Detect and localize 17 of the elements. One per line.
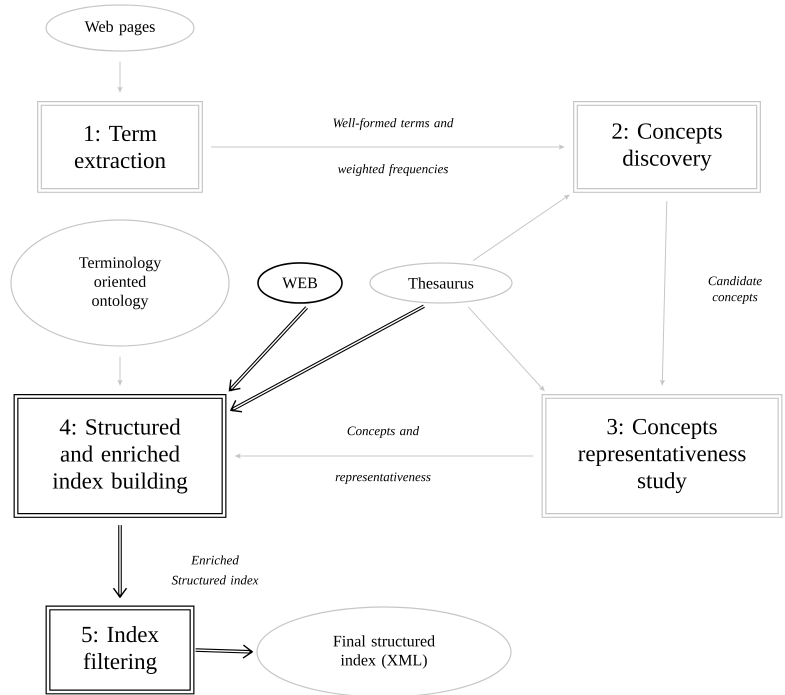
edge-label: Concepts and representativeness [336,426,431,484]
process-box: 1: Term extraction [37,101,203,193]
edge-label: Enriched Structured index [172,555,258,585]
process-box: 3: Concepts representativeness study [542,394,782,518]
arrow [228,306,308,392]
ellipse-node: Web pages [45,4,195,52]
ellipse-node: Thesaurus [369,262,513,304]
arrow [112,525,128,598]
arrow [230,304,425,412]
ellipse-node: WEB [257,262,343,304]
edge-label: Well-formed terms and weighted frequencies [333,118,454,176]
ellipse-node: Terminology oriented ontology [10,219,230,347]
process-box: 4: Structured and enriched index building [14,394,226,518]
process-box: 2: Concepts discovery [573,101,761,193]
edge-label: Candidate concepts [708,276,762,304]
process-box: 5: Index filtering [46,606,194,694]
arrow [196,644,254,659]
